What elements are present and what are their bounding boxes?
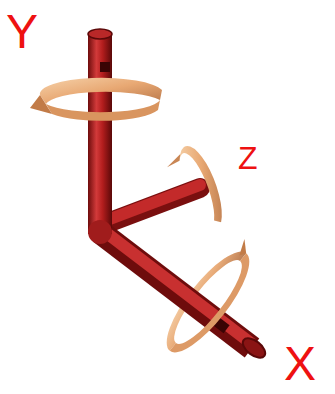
y-axis-label: Y [6, 8, 38, 56]
z-rotation-disc [162, 141, 228, 233]
x-rotation-disc-front [162, 239, 268, 363]
x-axis-label: X [284, 340, 316, 388]
z-axis-pipe [110, 185, 200, 222]
y-axis-pipe [88, 29, 112, 244]
x-axis-pipe [100, 228, 269, 361]
z-axis-label: Z [238, 142, 258, 174]
y-rotation-disc [30, 78, 162, 121]
